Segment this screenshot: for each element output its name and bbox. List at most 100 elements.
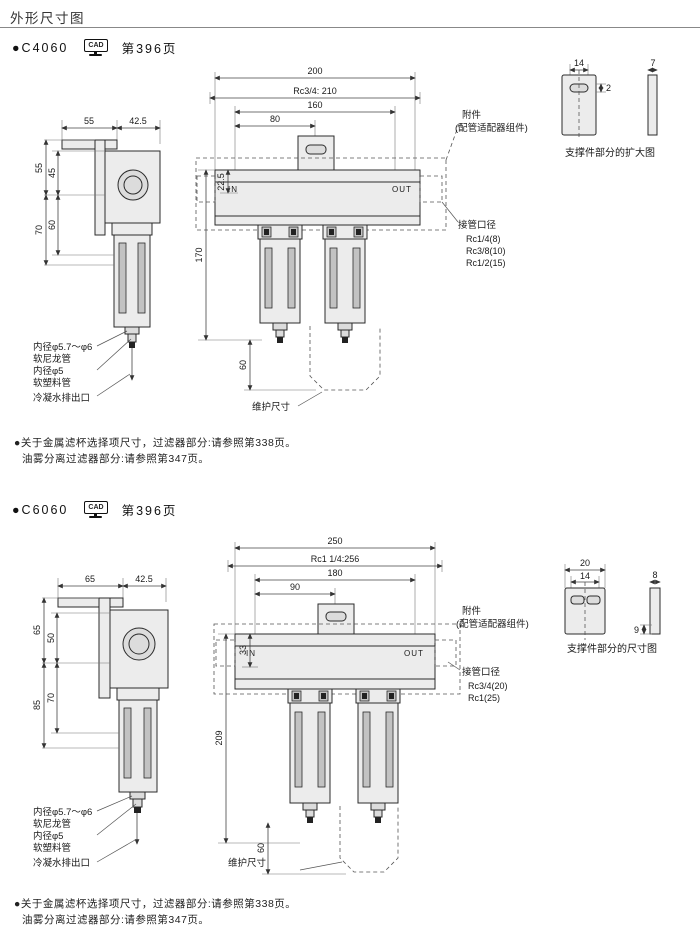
tube-label-4: 软塑料管 <box>33 377 71 389</box>
knob-inner <box>123 175 143 195</box>
bowl-sight-left <box>118 242 127 314</box>
dim-side-h2: 45 <box>47 168 57 178</box>
bracket-dim-1: 20 <box>580 558 590 568</box>
drain-body <box>124 326 140 335</box>
c6060-side-view: 65 42.5 65 50 85 70 内径φ5.7～φ6 软尼龙管 内径φ5 … <box>32 574 169 869</box>
dim-front-rc: Rc3/4: 210 <box>293 86 337 96</box>
dim-front-total: 200 <box>307 66 322 76</box>
tube-label-1: 内径φ5.7～φ6 <box>33 341 92 353</box>
dim-front-total: 250 <box>327 536 342 546</box>
neck <box>116 687 160 701</box>
bracket-slot-right <box>586 595 601 605</box>
page-ref-c6060: 第396页 <box>121 504 178 518</box>
dim-front-hbot: 60 <box>238 360 248 370</box>
drain-port <box>134 807 141 813</box>
note-line-2: 油雾分离过滤器部分:请参照第347页。 <box>22 914 210 926</box>
out-port <box>434 639 457 667</box>
drain-label: 冷凝水排出口 <box>33 392 90 404</box>
filter-unit-left <box>287 688 333 823</box>
port-size-2: Rc3/8(10) <box>466 246 506 256</box>
mount-flange <box>57 597 124 608</box>
filter-unit-right <box>355 688 401 823</box>
neck <box>111 222 153 236</box>
manifold <box>234 633 436 690</box>
hanger-slot <box>325 611 347 622</box>
in-label: IN <box>228 185 238 194</box>
dim-front-htop: 22.5 <box>216 173 226 191</box>
note-line-2: 油雾分离过滤器部分:请参照第347页。 <box>22 453 210 465</box>
knob-outer <box>117 169 149 201</box>
c6060-bracket-detail: 20 14 8 9 支撑件部分的尺寸图 <box>564 558 661 655</box>
bracket-caption: 支撑件部分的扩大图 <box>565 146 655 159</box>
dim-side-w1: 65 <box>85 574 95 584</box>
hanger-slot <box>305 144 327 155</box>
cad-icon-label: CAD <box>84 501 108 514</box>
port-size-2: Rc1(25) <box>468 693 500 703</box>
page-title: 外形尺寸图 <box>10 11 85 26</box>
cad-icon[interactable]: CAD <box>84 39 108 56</box>
title-rule <box>0 27 700 28</box>
tube-label-2: 软尼龙管 <box>33 353 71 365</box>
manifold <box>214 169 421 226</box>
bracket-dim-3: 8 <box>652 570 657 580</box>
cad-icon[interactable]: CAD <box>84 501 108 518</box>
bowl-sight-right <box>143 707 152 779</box>
dim-side-h2: 50 <box>46 633 56 643</box>
page-ref-c4060: 第396页 <box>121 42 178 56</box>
maintenance-label: 维护尺寸 <box>228 857 267 869</box>
tube-label-1: 内径φ5.7～φ6 <box>33 806 92 818</box>
dim-side-h4: 70 <box>46 693 56 703</box>
c4060-side-view: 55 42.5 55 45 70 60 内径φ5.7～φ6 软尼龙管 内径φ5 … <box>33 116 161 404</box>
dim-front-htop: 33 <box>238 645 248 655</box>
knob-inner <box>128 633 150 655</box>
port-size-3: Rc1/2(15) <box>466 258 506 268</box>
mount-plate <box>94 139 106 236</box>
dim-side-w2: 42.5 <box>129 116 147 126</box>
dim-front-hmain: 209 <box>214 730 224 745</box>
bracket-dim-1: 14 <box>574 58 584 68</box>
port-size-title: 接管口径 <box>462 666 501 678</box>
drain-label: 冷凝水排出口 <box>33 857 90 869</box>
drain-knob <box>132 798 143 808</box>
model-c6060: ●C6060 <box>12 502 69 517</box>
port-size-1: Rc3/4(20) <box>468 681 508 691</box>
dim-front-b: 80 <box>270 114 280 124</box>
tube-label-4: 软塑料管 <box>33 842 71 854</box>
in-port <box>215 639 236 667</box>
c4060-front-view: 200 Rc3/4: 210 160 80 IN OUT <box>194 66 528 413</box>
dim-side-w1: 55 <box>84 116 94 126</box>
tube-label-2: 软尼龙管 <box>33 818 71 830</box>
section-c4060-header: ●C4060 CAD 第396页 <box>12 38 177 57</box>
c6060-front-view: 250 Rc1 1/4:256 180 90 IN OUT <box>213 536 529 875</box>
bracket-dim-2: 14 <box>580 571 590 581</box>
cad-icon-stand <box>94 52 98 54</box>
port-size-title: 接管口径 <box>458 219 497 231</box>
knob-outer <box>122 627 156 661</box>
bracket-slot-left <box>570 595 585 605</box>
cad-icon-stand <box>94 514 98 516</box>
out-label: OUT <box>392 185 412 194</box>
attachment-label: 附件 <box>462 109 482 121</box>
bowl-sight-right <box>137 242 146 314</box>
dim-side-h3: 85 <box>32 700 42 710</box>
c4060-bracket-detail: 14 2 7 支撑件部分的扩大图 <box>561 58 658 159</box>
dim-side-w2: 42.5 <box>135 574 153 584</box>
bracket-edge-view <box>649 587 661 635</box>
bracket-dim-3: 7 <box>650 58 655 68</box>
dim-side-h1: 65 <box>32 625 42 635</box>
attachment-label: 附件 <box>462 605 482 617</box>
drain-port <box>129 342 135 348</box>
adapter-boundary <box>213 623 461 695</box>
note-line-1: ●关于金属滤杯选择项尺寸，过滤器部分:请参照第338页。 <box>14 437 297 449</box>
section-c6060-header: ●C6060 CAD 第396页 <box>12 500 177 519</box>
c6060-drawing: 65 42.5 65 50 85 70 内径φ5.7～φ6 软尼龙管 内径φ5 … <box>32 536 661 875</box>
model-c4060: ●C4060 <box>12 40 69 55</box>
mount-flange <box>61 139 118 150</box>
maintenance-label: 维护尺寸 <box>252 401 291 413</box>
tube-label-3: 内径φ5 <box>33 830 63 842</box>
filter-unit-left <box>257 224 303 343</box>
dim-front-a: 180 <box>327 568 342 578</box>
note-line-1: ●关于金属滤杯选择项尺寸，过滤器部分:请参照第338页。 <box>14 898 297 910</box>
filter-unit-right <box>322 224 368 343</box>
attachment-sublabel: (配管适配器组件) <box>456 618 529 630</box>
